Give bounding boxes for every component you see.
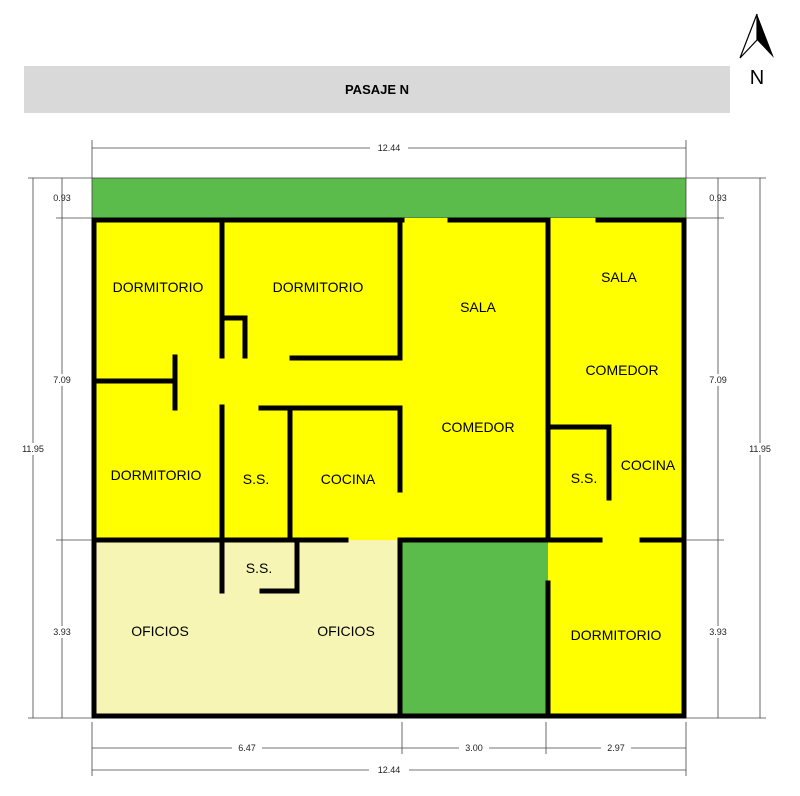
room-label: DORMITORIO [113, 279, 204, 295]
dim-bottom-seg-2: 3.00 [465, 743, 483, 753]
room-label: OFICIOS [317, 623, 375, 639]
dim-right-mid: 7.09 [709, 375, 727, 385]
room-label: S.S. [246, 560, 272, 576]
back-bedroom-area [548, 540, 686, 718]
dim-left-front: 0.93 [53, 193, 71, 203]
dim-right-front: 0.93 [709, 193, 727, 203]
room-label: SALA [601, 269, 637, 285]
back-garden [400, 540, 548, 718]
dim-bottom-seg-3: 2.97 [607, 743, 625, 753]
dim-left-back: 3.93 [53, 627, 71, 637]
front-garden [91, 177, 687, 219]
dim-left-total: 11.95 [22, 444, 44, 454]
dim-right-back: 3.93 [709, 627, 727, 637]
street-header-bar: PASAJE N [24, 66, 730, 113]
dim-bottom-total: 12.44 [378, 765, 401, 775]
dimension-labels: 12.44 6.47 3.00 2.97 12.44 11.95 0.93 7.… [17, 142, 776, 776]
north-arrow-icon: N [739, 13, 774, 89]
room-label: COCINA [321, 471, 376, 487]
walls [91, 217, 687, 719]
room-label: S.S. [243, 471, 269, 487]
room-label: DORMITORIO [111, 467, 202, 483]
dim-top-total: 12.44 [378, 143, 401, 153]
room-label: COCINA [621, 457, 676, 473]
room-label: DORMITORIO [571, 627, 662, 643]
main-dwelling-area [92, 218, 686, 540]
dim-bottom-seg-1: 6.47 [238, 743, 256, 753]
dim-right-total: 11.95 [749, 444, 771, 454]
room-label: COMEDOR [585, 362, 658, 378]
room-label: COMEDOR [441, 419, 514, 435]
room-label: SALA [460, 299, 496, 315]
office-area [92, 540, 400, 718]
room-label: S.S. [571, 470, 597, 486]
street-label: PASAJE N [344, 82, 410, 97]
room-label: OFICIOS [131, 623, 189, 639]
dim-left-mid: 7.09 [53, 375, 71, 385]
room-label: DORMITORIO [273, 279, 364, 295]
north-label: N [750, 67, 764, 89]
